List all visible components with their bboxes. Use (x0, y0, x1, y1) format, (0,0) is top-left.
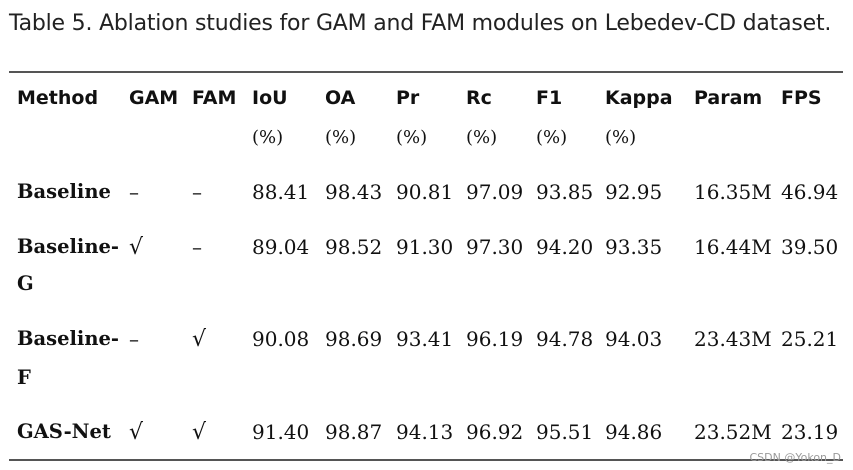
table-caption: Table 5. Ablation studies for GAM and FA… (9, 11, 832, 36)
header-pr: Pr (396, 87, 420, 109)
header-oa: OA (325, 87, 356, 109)
row-baseline-g-param: 16.44M (694, 235, 772, 259)
row-gas-net-fam-check: √ (192, 420, 207, 445)
row-baseline-f-kappa: 94.03 (605, 327, 663, 351)
row-baseline-method: Baseline (17, 180, 111, 203)
row-baseline-oa: 98.43 (325, 180, 383, 204)
table-bottom-rule (9, 459, 843, 461)
row-gas-net-fps: 23.19 (781, 420, 839, 444)
row-baseline-g-method: Baseline- (17, 235, 119, 258)
row-gas-net-f1: 95.51 (536, 420, 594, 444)
row-gas-net-pr: 94.13 (396, 420, 454, 444)
row-baseline-f-rc: 96.19 (466, 327, 524, 351)
row-gas-net-rc: 96.92 (466, 420, 524, 444)
row-baseline-f-method-line2: F (17, 366, 31, 389)
row-baseline-f-fam-check: √ (192, 327, 207, 352)
row-baseline-fam: – (192, 180, 202, 204)
row-baseline-pr: 90.81 (396, 180, 454, 204)
row-baseline-f1: 93.85 (536, 180, 594, 204)
header-method: Method (17, 87, 99, 109)
row-baseline-g-f1: 94.20 (536, 235, 594, 259)
row-baseline-g-fam: – (192, 235, 202, 259)
row-baseline-rc: 97.09 (466, 180, 524, 204)
header-iou: IoU (252, 87, 288, 109)
header-unit-pr: (%) (396, 127, 428, 148)
row-baseline-f-method: Baseline- (17, 327, 119, 350)
header-unit-iou: (%) (252, 127, 284, 148)
header-unit-rc: (%) (466, 127, 498, 148)
header-unit-f1: (%) (536, 127, 568, 148)
row-baseline-g-kappa: 93.35 (605, 235, 663, 259)
row-gas-net-param: 23.52M (694, 420, 772, 444)
row-baseline-fps: 46.94 (781, 180, 839, 204)
row-gas-net-kappa: 94.86 (605, 420, 663, 444)
header-rc: Rc (466, 87, 492, 109)
row-baseline-f-oa: 98.69 (325, 327, 383, 351)
row-baseline-g-pr: 91.30 (396, 235, 454, 259)
header-unit-kappa: (%) (605, 127, 637, 148)
row-baseline-f-param: 23.43M (694, 327, 772, 351)
row-baseline-f-iou: 90.08 (252, 327, 310, 351)
row-baseline-gam: – (129, 180, 139, 204)
watermark: CSDN @Yokon_D (749, 451, 842, 464)
row-baseline-g-oa: 98.52 (325, 235, 383, 259)
row-baseline-g-iou: 89.04 (252, 235, 310, 259)
header-param: Param (694, 87, 763, 109)
row-gas-net-iou: 91.40 (252, 420, 310, 444)
row-gas-net-method: GAS-Net (17, 420, 111, 443)
row-baseline-iou: 88.41 (252, 180, 310, 204)
row-baseline-param: 16.35M (694, 180, 772, 204)
header-f1: F1 (536, 87, 563, 109)
row-baseline-g-rc: 97.30 (466, 235, 524, 259)
header-fam: FAM (192, 87, 237, 109)
row-baseline-f-f1: 94.78 (536, 327, 594, 351)
row-baseline-g-gam-check: √ (129, 235, 144, 260)
row-baseline-g-method-line2: G (17, 272, 34, 295)
row-gas-net-oa: 98.87 (325, 420, 383, 444)
header-gam: GAM (129, 87, 179, 109)
header-unit-oa: (%) (325, 127, 357, 148)
row-baseline-g-fps: 39.50 (781, 235, 839, 259)
row-gas-net-gam-check: √ (129, 420, 144, 445)
row-baseline-kappa: 92.95 (605, 180, 663, 204)
header-kappa: Kappa (605, 87, 673, 109)
header-fps: FPS (781, 87, 822, 109)
table-top-rule (9, 71, 843, 73)
row-baseline-f-gam: – (129, 327, 139, 351)
row-baseline-f-pr: 93.41 (396, 327, 454, 351)
row-baseline-f-fps: 25.21 (781, 327, 839, 351)
